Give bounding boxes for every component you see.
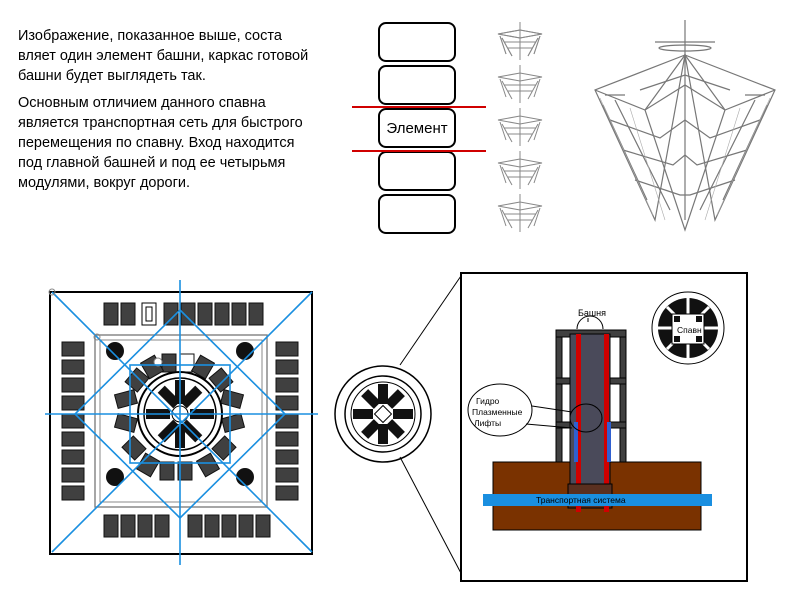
lift-label-2: Плазменные	[472, 407, 523, 417]
stack-box-5	[378, 194, 456, 234]
tower-section-view: Башня Гидро Плазменные Лифты Транспортна…	[460, 272, 748, 582]
stack-box-element	[378, 108, 456, 148]
transport-label: Транспортная система	[536, 495, 626, 505]
plan-right-blocks	[275, 341, 299, 501]
lift-bubble	[569, 403, 603, 433]
zoom-connector-lines	[399, 272, 464, 578]
hub-zoom-circle	[334, 365, 432, 463]
plan-left-blocks	[61, 341, 85, 501]
lift-label-1: Гидро	[476, 396, 500, 406]
spawn-label: Спавн	[677, 325, 702, 335]
plan-bottom-blocks	[103, 514, 271, 538]
element-label: Элемент	[386, 119, 448, 137]
plan-top-blocks	[103, 302, 264, 326]
tower-label: Башня	[578, 308, 606, 318]
lift-label-3: Лифты	[474, 418, 501, 428]
plan-module-ring	[113, 353, 246, 481]
lift-callout	[467, 383, 533, 437]
stack-box-1	[378, 22, 456, 62]
spawn-plan-view	[45, 280, 318, 565]
red-divider-bottom	[352, 150, 486, 152]
lift-red-right	[604, 334, 609, 502]
red-divider-top	[352, 106, 486, 108]
lift-red-left	[576, 334, 581, 502]
transport-bar	[483, 494, 712, 506]
stack-box-2	[378, 65, 456, 105]
stack-box-4	[378, 151, 456, 191]
spawn-detail-circle: Спавн	[651, 291, 725, 365]
tower-frame-sketch	[594, 20, 776, 232]
tower-element-sketches	[497, 21, 543, 233]
plan-blue-guides	[45, 280, 318, 565]
description-paragraph-1: Изображение, показанное выше, соста вляе…	[18, 28, 309, 84]
description-paragraph-2: Основным отличием данного спавна являетс…	[18, 95, 303, 191]
plan-inner-wall	[94, 334, 268, 508]
